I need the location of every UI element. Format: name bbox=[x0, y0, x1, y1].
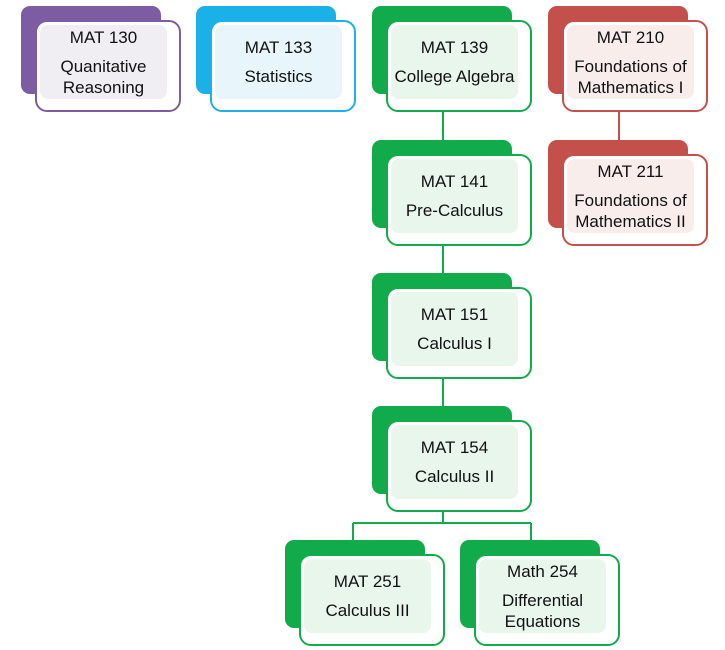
node-mat130: MAT 130 Quanitative Reasoning bbox=[21, 6, 181, 112]
node-code: MAT 139 bbox=[420, 38, 489, 57]
node-title: College Algebra bbox=[394, 67, 515, 86]
node-title: Quanitative Reasoning bbox=[60, 56, 147, 97]
node-mat211: MAT 211 Foundations of Mathematics II bbox=[548, 140, 708, 246]
node-mat210: MAT 210 Foundations of Mathematics I bbox=[548, 6, 708, 112]
node-title: Foundations of Mathematics I bbox=[574, 56, 687, 97]
node-code: MAT 141 bbox=[420, 172, 489, 191]
node-math254: Math 254 Differential Equations bbox=[460, 540, 620, 646]
node-mat151: MAT 151 Calculus I bbox=[372, 273, 532, 379]
node-code: Math 254 bbox=[507, 561, 578, 581]
node-title: Differential Equations bbox=[502, 590, 583, 631]
node-code: MAT 130 bbox=[69, 27, 138, 47]
node-title: Calculus III bbox=[325, 601, 410, 620]
node-code: MAT 211 bbox=[597, 161, 664, 181]
node-code: MAT 151 bbox=[420, 305, 489, 324]
node-title: Statistics bbox=[244, 67, 313, 86]
node-title: Calculus II bbox=[414, 467, 495, 486]
node-mat139: MAT 139 College Algebra bbox=[372, 6, 532, 112]
node-mat251: MAT 251 Calculus III bbox=[285, 540, 445, 646]
node-title: Calculus I bbox=[417, 334, 492, 353]
node-code: MAT 154 bbox=[420, 438, 489, 457]
node-mat133: MAT 133 Statistics bbox=[196, 6, 356, 112]
node-code: MAT 133 bbox=[244, 38, 313, 57]
node-mat154: MAT 154 Calculus II bbox=[372, 406, 532, 512]
node-code: MAT 210 bbox=[596, 27, 665, 47]
node-title: Foundations of Mathematics II bbox=[574, 190, 687, 231]
node-title: Pre-Calculus bbox=[405, 201, 504, 220]
node-code: MAT 251 bbox=[333, 572, 402, 591]
node-mat141: MAT 141 Pre-Calculus bbox=[372, 140, 532, 246]
